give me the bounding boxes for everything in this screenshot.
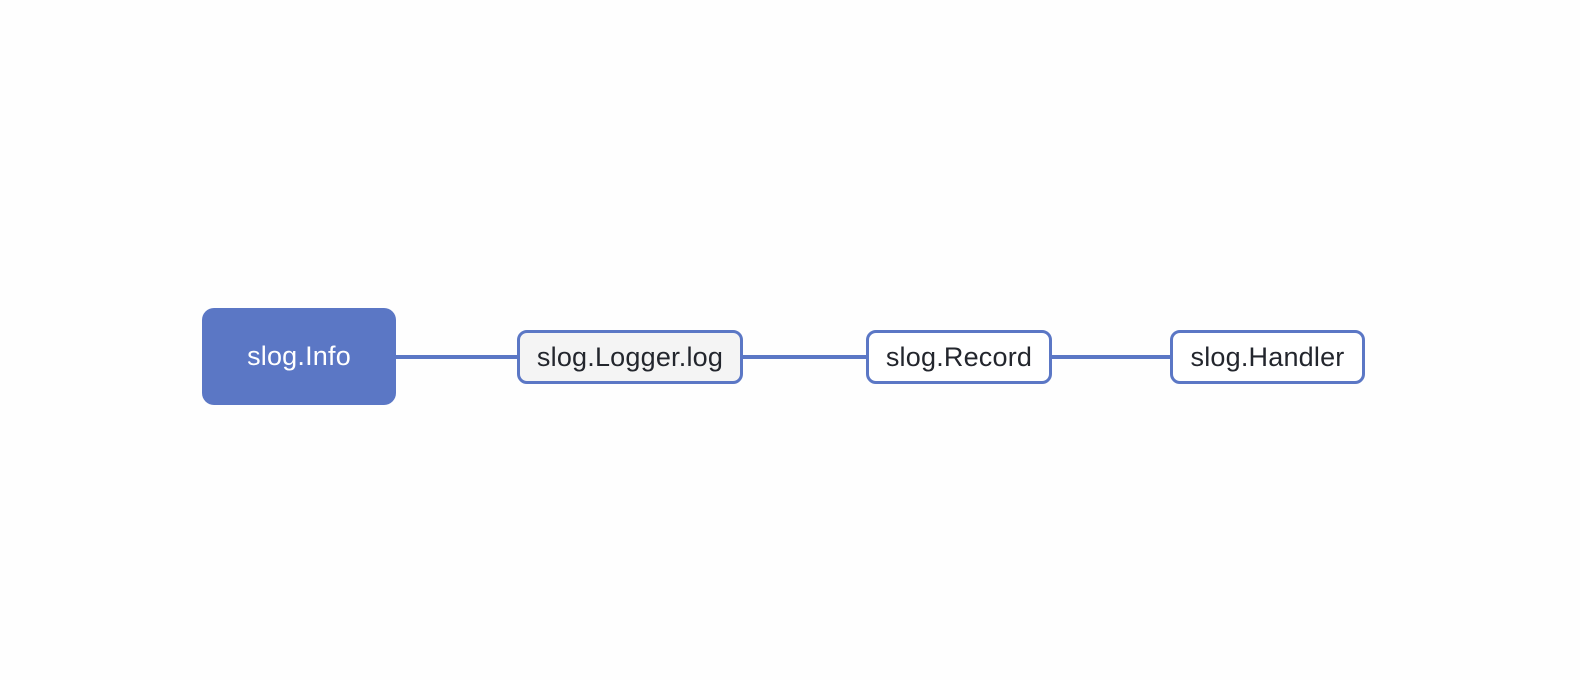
connector-info-to-logger [394, 355, 519, 359]
node-slog-handler: slog.Handler [1170, 330, 1365, 384]
connector-logger-to-record [741, 355, 868, 359]
node-slog-handler-label: slog.Handler [1190, 341, 1345, 372]
node-slog-logger-log-label: slog.Logger.log [536, 341, 724, 372]
node-slog-info: slog.Info [202, 308, 396, 405]
node-slog-info-label: slog.Info [247, 341, 351, 371]
node-slog-record-label: slog.Record [885, 341, 1033, 372]
node-slog-record: slog.Record [866, 330, 1052, 384]
node-slog-logger-log: slog.Logger.log [517, 330, 743, 384]
connector-record-to-handler [1050, 355, 1172, 359]
